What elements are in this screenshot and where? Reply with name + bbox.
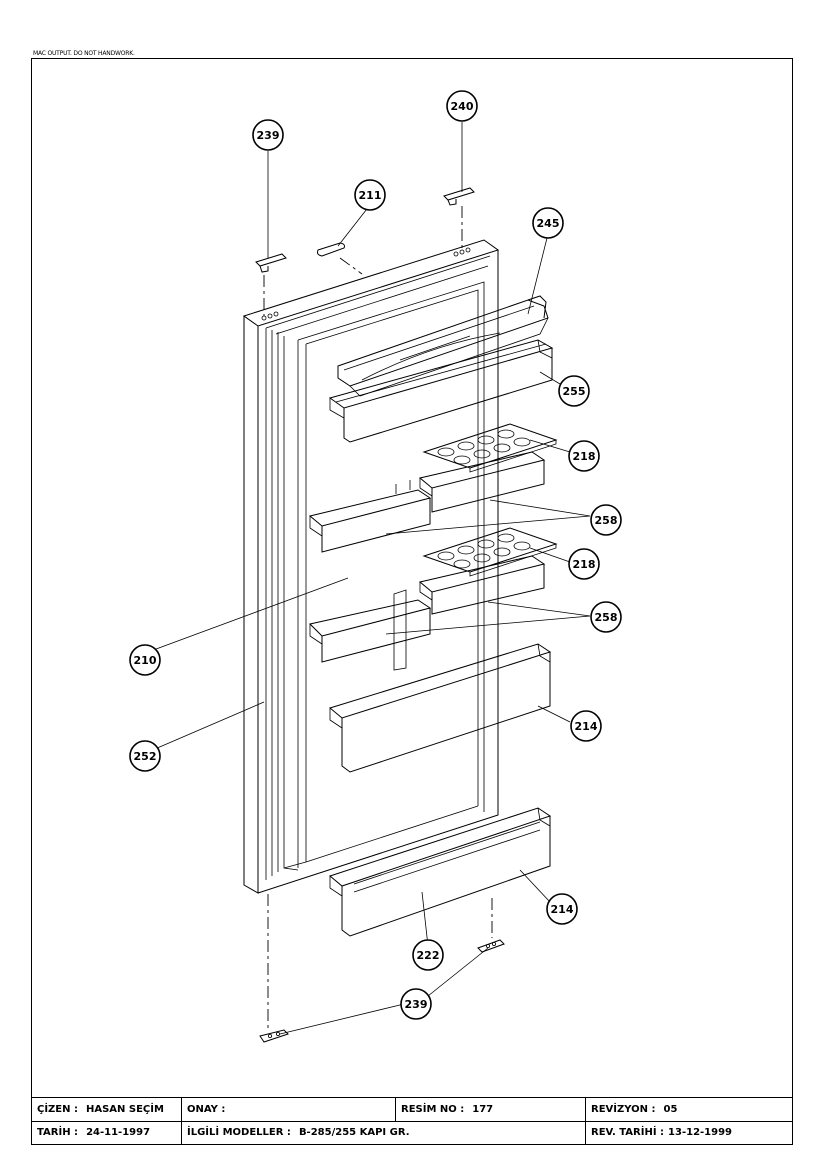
svg-text:214: 214 (575, 720, 598, 733)
leader-lines (147, 122, 591, 1035)
title-block-row-2: TARİH : 24-11-1997 İLGİLİ MODELLER : B-2… (31, 1121, 793, 1144)
svg-text:239: 239 (257, 129, 280, 142)
svg-text:258: 258 (595, 514, 618, 527)
approval-label: ONAY : (187, 1104, 226, 1115)
callout-222: 222 (412, 939, 444, 971)
callout-214-bottom: 214 (546, 893, 578, 925)
related-models-value: B-285/255 KAPI GR. (298, 1127, 410, 1138)
callout-214-middle: 214 (570, 710, 602, 742)
svg-text:239: 239 (405, 998, 428, 1011)
callout-252: 252 (129, 740, 161, 772)
svg-text:214: 214 (551, 903, 574, 916)
callout-218-upper: 218 (568, 440, 600, 472)
upper-door-shelf (328, 339, 554, 443)
revision-value: 05 (663, 1104, 678, 1115)
small-shelf-left-lower (309, 589, 432, 671)
revision-date-cell: REV. TARİHİ : 13-12-1999 (585, 1121, 793, 1144)
callout-245: 245 (532, 207, 564, 239)
callout-211: 211 (354, 179, 386, 211)
revision-cell: REVİZYON : 05 (585, 1098, 793, 1121)
related-models-label: İLGİLİ MODELLER : (187, 1127, 291, 1138)
bottom-hinge-right (477, 939, 505, 953)
date-cell: TARİH : 24-11-1997 (31, 1121, 181, 1144)
top-hinge-cover-right (443, 187, 475, 206)
callout-255: 255 (558, 375, 590, 407)
revision-date-label: REV. TARİHİ : (591, 1127, 665, 1138)
bottom-hinge-left (259, 1029, 289, 1043)
svg-text:210: 210 (134, 654, 157, 667)
top-hinge-cover-left (255, 253, 287, 273)
svg-text:218: 218 (573, 558, 596, 571)
egg-tray-lower (422, 527, 558, 577)
drawing-frame (31, 58, 793, 1145)
callout-239-top: 239 (252, 119, 284, 151)
title-block: ÇİZEN : HASAN SEÇİM ONAY : RESİM NO : 17… (31, 1097, 793, 1145)
svg-text:258: 258 (595, 611, 618, 624)
svg-text:211: 211 (359, 189, 382, 202)
drawn-by-cell: ÇİZEN : HASAN SEÇİM (31, 1098, 181, 1121)
small-shelf-left-upper (308, 480, 432, 553)
drawing-number-label: RESİM NO : (401, 1104, 465, 1115)
title-block-row-1: ÇİZEN : HASAN SEÇİM ONAY : RESİM NO : 17… (31, 1098, 793, 1122)
drawn-by-label: ÇİZEN : (37, 1104, 78, 1115)
drawn-by-value: HASAN SEÇİM (86, 1104, 164, 1115)
callout-218-lower: 218 (568, 548, 600, 580)
svg-text:252: 252 (134, 750, 157, 763)
svg-text:218: 218 (573, 450, 596, 463)
related-models-cell: İLGİLİ MODELLER : B-285/255 KAPI GR. (181, 1121, 585, 1144)
date-value: 24-11-1997 (86, 1127, 151, 1138)
small-shelf-right-lower (418, 555, 546, 615)
drawing-number-value: 177 (472, 1104, 494, 1115)
callout-258-lower: 258 (590, 601, 622, 633)
date-label: TARİH : (37, 1127, 79, 1138)
svg-text:245: 245 (537, 217, 560, 230)
svg-text:240: 240 (451, 100, 474, 113)
approval-cell: ONAY : (181, 1098, 395, 1121)
egg-tray-upper (422, 423, 558, 473)
revision-date-value: 13-12-1999 (668, 1127, 733, 1138)
large-shelf-bottom (328, 807, 552, 937)
callout-240: 240 (446, 90, 478, 122)
callout-210: 210 (129, 644, 161, 676)
revision-label: REVİZYON : (591, 1104, 656, 1115)
large-shelf-middle (328, 643, 552, 773)
header-note: MAC OUTPUT. DO NOT HANDWORK. (33, 50, 135, 57)
small-shelf-right-upper (418, 451, 546, 513)
svg-text:222: 222 (417, 949, 440, 962)
callout-258-upper: 258 (590, 504, 622, 536)
door-panel (242, 239, 500, 894)
drawing-number-cell: RESİM NO : 177 (395, 1098, 585, 1121)
svg-text:255: 255 (563, 385, 586, 398)
callout-239-bottom: 239 (400, 988, 432, 1020)
top-plug (317, 242, 345, 257)
